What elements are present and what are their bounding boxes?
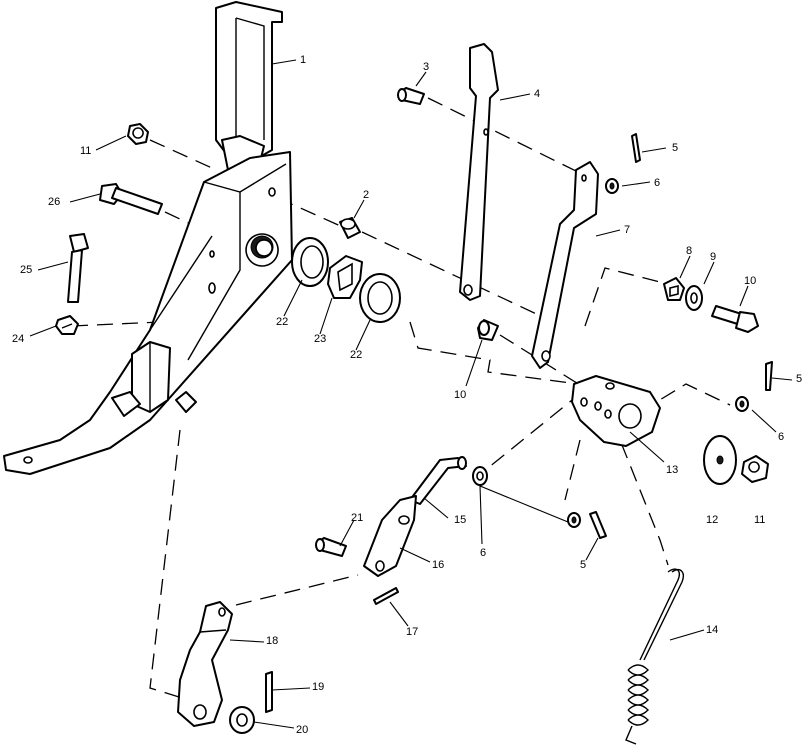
callout-11-right: 11 <box>754 514 765 526</box>
part-18-lever <box>177 601 233 727</box>
part-21-pin <box>315 537 347 557</box>
part-15-rod <box>409 456 467 505</box>
callout-3: 3 <box>423 61 429 73</box>
callout-12: 12 <box>706 514 718 526</box>
callout-15: 15 <box>454 514 466 526</box>
callout-6-right: 6 <box>778 431 784 443</box>
part-2-bushing <box>339 217 361 239</box>
callout-8: 8 <box>686 245 692 257</box>
callout-18: 18 <box>266 635 278 647</box>
callout-22-right: 22 <box>350 349 362 361</box>
callout-5-top: 5 <box>672 142 678 154</box>
part-1-bracket <box>215 1 283 171</box>
part-5-cotter-pin-c <box>589 511 607 539</box>
callout-labels: 1 3 4 5 6 7 8 9 10 2 11 26 25 24 22 23 2… <box>12 54 802 736</box>
part-10-bolt-center <box>477 319 499 341</box>
part-22-washer-b <box>359 273 401 323</box>
part-8-clip <box>663 277 685 301</box>
callout-10-right: 10 <box>744 275 756 287</box>
callout-26: 26 <box>48 196 60 208</box>
part-9-washer <box>685 285 703 311</box>
part-6-washer-a <box>605 178 619 194</box>
part-6-washer-c <box>567 512 581 528</box>
callout-17: 17 <box>406 626 418 638</box>
callout-22-left: 22 <box>276 316 288 328</box>
callout-2: 2 <box>363 189 369 201</box>
callout-19: 19 <box>312 681 324 693</box>
callout-20: 20 <box>296 724 308 736</box>
part-23-spring-clip <box>327 255 363 299</box>
main-frame <box>3 151 293 475</box>
callout-21: 21 <box>351 512 363 524</box>
callout-9: 9 <box>710 251 716 263</box>
part-20-washer <box>229 706 255 734</box>
part-16-clevis <box>363 495 417 577</box>
callout-4: 4 <box>534 88 540 100</box>
part-13-lever-plate <box>571 375 661 447</box>
callout-23: 23 <box>314 333 326 345</box>
callout-1: 1 <box>300 54 306 66</box>
part-25-bolt <box>67 233 89 303</box>
part-4-link <box>459 43 499 301</box>
callout-5-bottom: 5 <box>580 559 586 571</box>
part-14-spring <box>625 568 684 745</box>
callout-14: 14 <box>706 624 718 636</box>
part-5-cotter-pin-a <box>631 133 641 163</box>
part-3-pin <box>397 87 425 105</box>
part-11-nut-right <box>741 455 769 483</box>
part-10-bolt-right <box>711 305 759 333</box>
part-5-cotter-pin-b <box>765 361 773 391</box>
part-17-cotter-pin <box>373 587 399 605</box>
part-22-washer-a <box>291 237 329 287</box>
part-24-nut <box>55 315 79 335</box>
callout-5-right: 5 <box>796 373 802 385</box>
callout-25: 25 <box>20 264 32 276</box>
callout-16: 16 <box>432 559 444 571</box>
part-11-nut-left <box>127 123 149 145</box>
part-6-washer-d <box>472 466 488 486</box>
callout-24: 24 <box>12 333 24 345</box>
part-7-arm <box>531 161 599 369</box>
callout-7: 7 <box>624 224 630 236</box>
part-19-cotter-pin <box>265 671 273 713</box>
callout-6-bottom: 6 <box>480 547 486 559</box>
part-6-washer-b <box>735 396 749 412</box>
assembly-lines <box>71 97 731 703</box>
callout-10-center: 10 <box>454 389 466 401</box>
part-12-large-washer <box>703 435 737 485</box>
leader-lines <box>29 59 793 729</box>
callout-6-top: 6 <box>654 177 660 189</box>
callout-11-left: 11 <box>80 145 91 157</box>
callout-13: 13 <box>666 464 678 476</box>
part-26-bolt <box>99 183 163 215</box>
